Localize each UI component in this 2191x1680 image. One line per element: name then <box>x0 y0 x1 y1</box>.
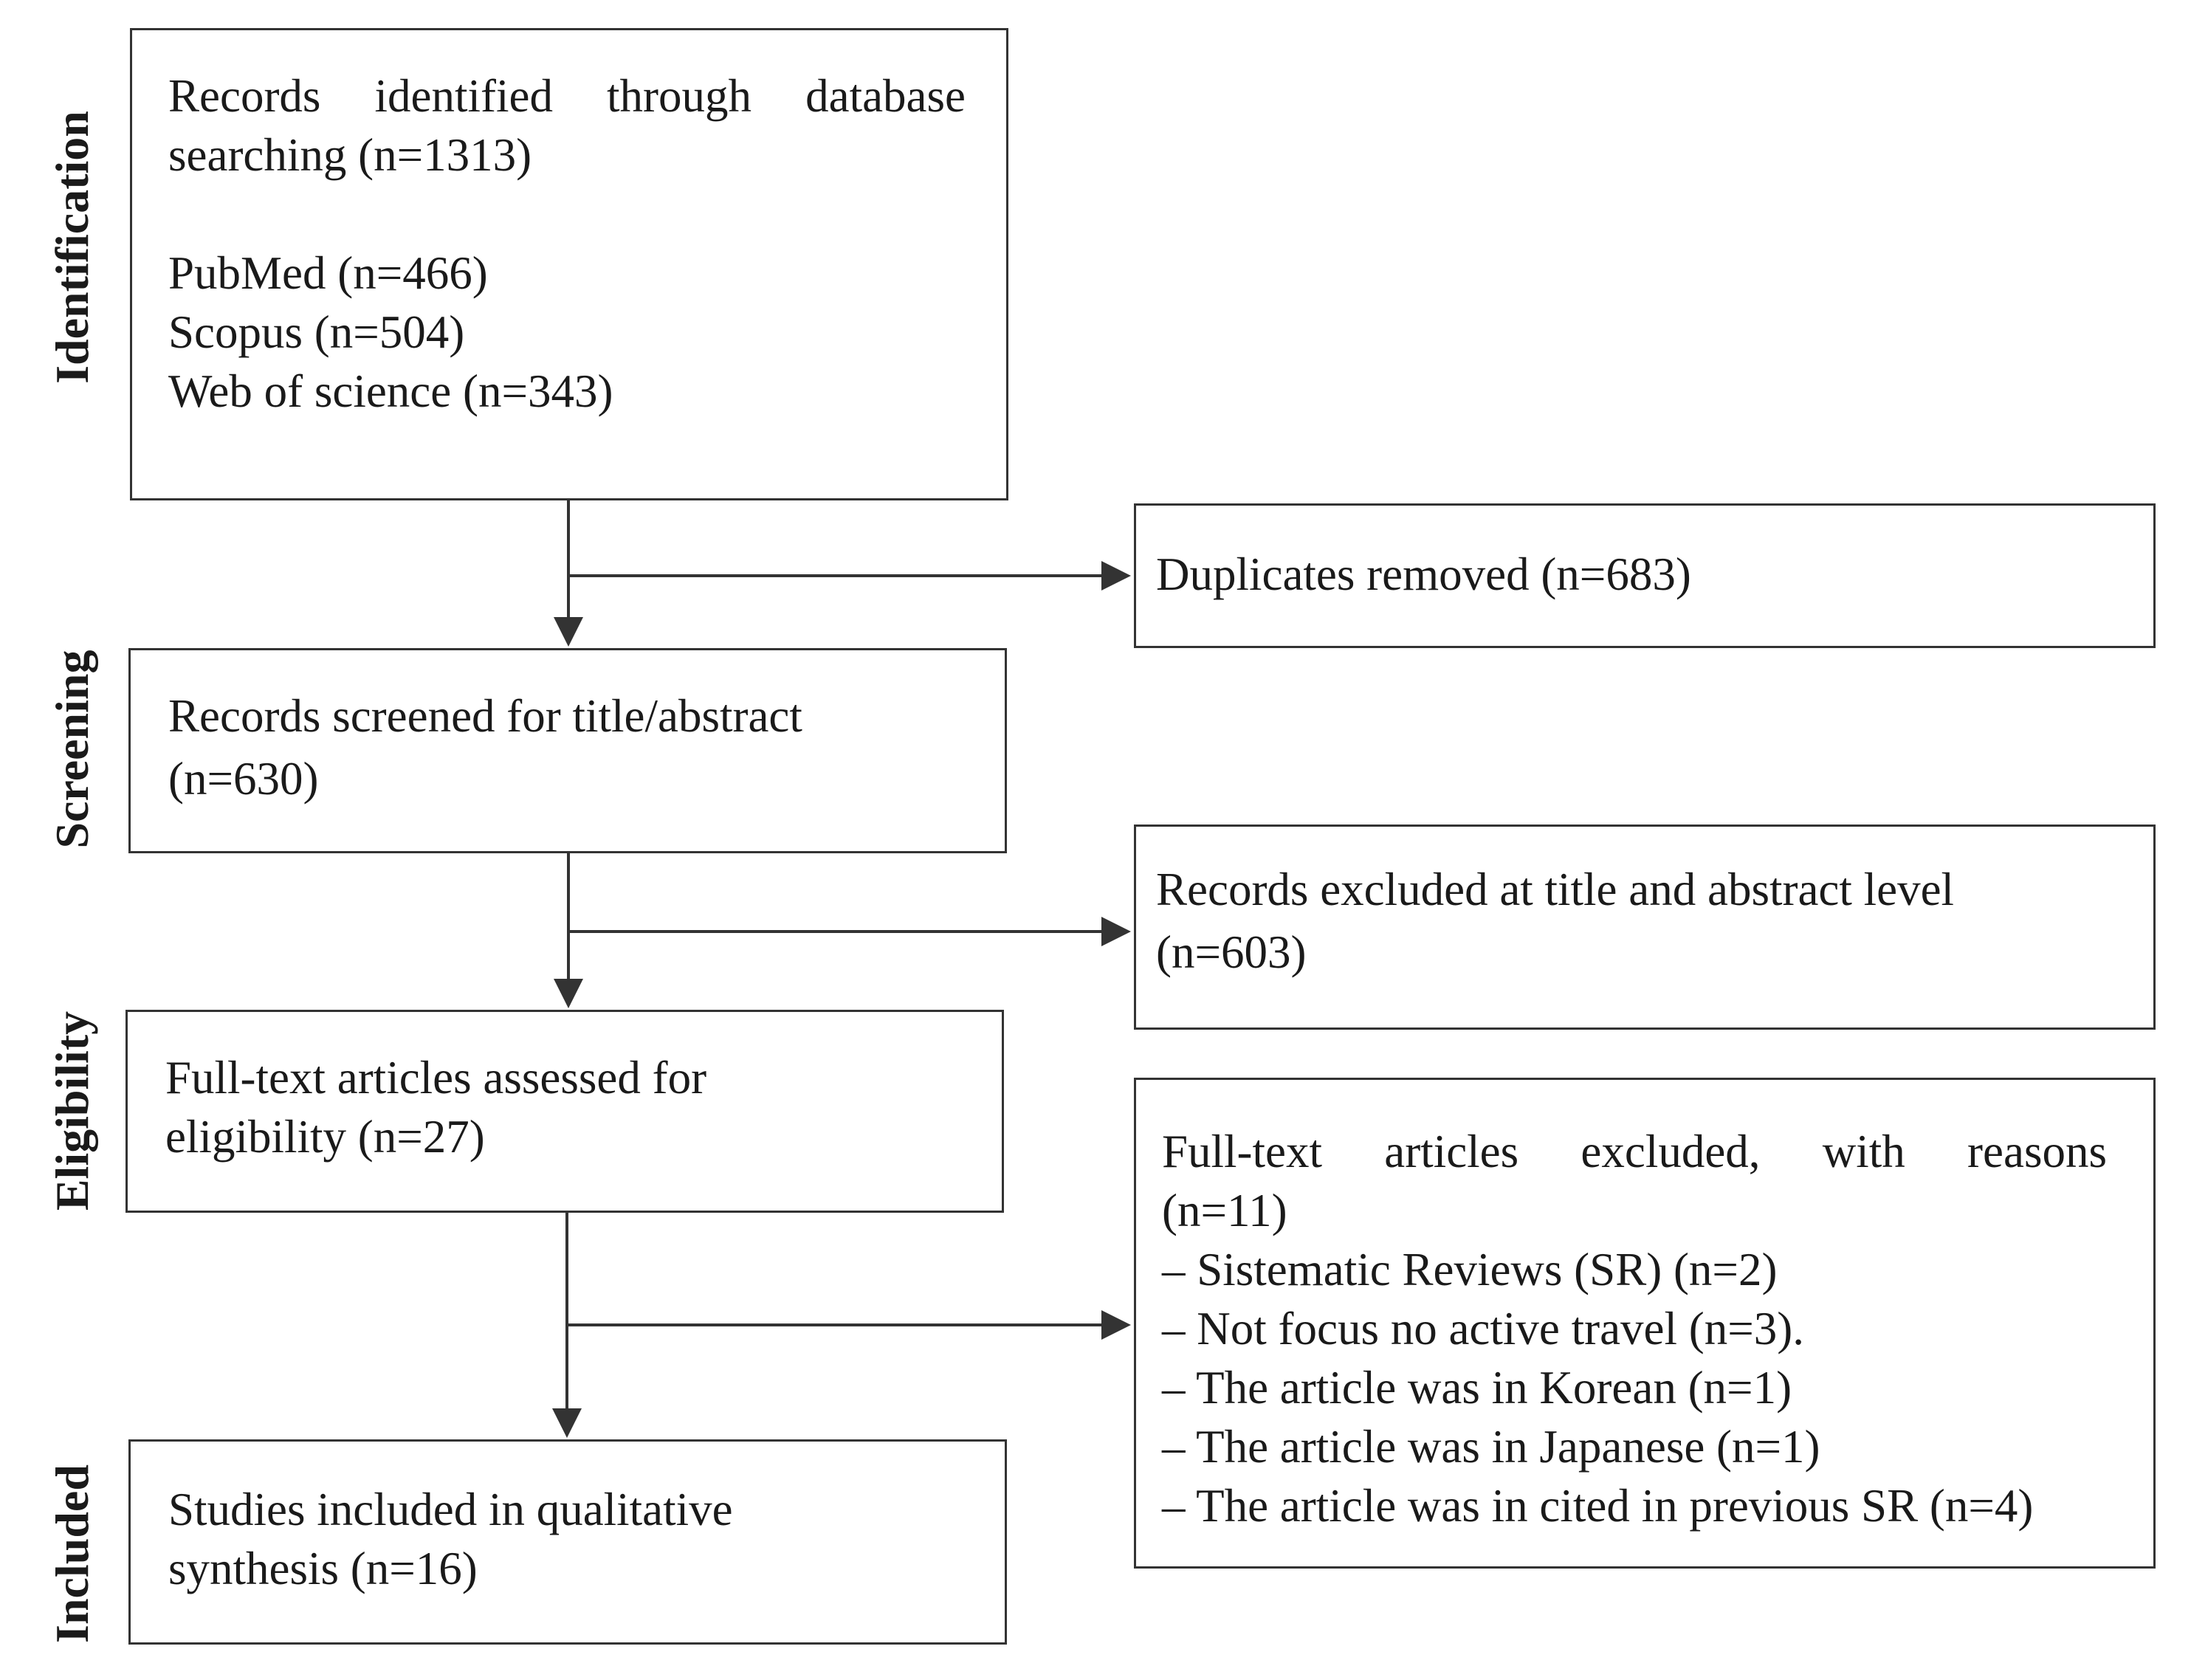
reason-item: – The article was in Japanese (n=1) <box>1162 1421 1820 1473</box>
included-box <box>128 1439 1007 1645</box>
reason-item: – Not focus no active travel (n=3). <box>1162 1303 1805 1354</box>
eligibility-line-1: Full-text articles assessed for <box>165 1052 707 1104</box>
excluded-fulltext-box <box>1134 1078 2156 1569</box>
duplicates-line-1: Duplicates removed (n=683) <box>1156 548 1691 600</box>
identification-line-1: Records identified through database <box>168 70 966 122</box>
screening-line-2: (n=630) <box>168 753 319 805</box>
reason-item: – Sistematic Reviews (SR) (n=2) <box>1162 1244 1778 1295</box>
excluded-title-line-2: (n=603) <box>1156 926 1307 978</box>
eligibility-box <box>125 1010 1004 1213</box>
identification-box <box>130 28 1008 500</box>
source-scopus: Scopus (n=504) <box>168 306 465 358</box>
included-line-2: synthesis (n=16) <box>168 1543 478 1594</box>
duplicates-box <box>1134 503 2156 648</box>
excluded-title-line-1: Records excluded at title and abstract l… <box>1156 864 1955 915</box>
excluded-fulltext-line-2: (n=11) <box>1162 1185 1287 1236</box>
reason-item: – The article was in Korean (n=1) <box>1162 1362 1792 1414</box>
source-web-of-science: Web of science (n=343) <box>168 365 613 417</box>
eligibility-line-2: eligibility (n=27) <box>165 1111 485 1163</box>
screening-box <box>128 648 1007 853</box>
identification-line-2: searching (n=1313) <box>168 129 532 181</box>
screening-line-1: Records screened for title/abstract <box>168 690 802 742</box>
included-line-1: Studies included in qualitative <box>168 1484 733 1535</box>
excluded-title-box <box>1134 824 2156 1030</box>
source-pubmed: PubMed (n=466) <box>168 247 488 299</box>
excluded-fulltext-line-1: Full-text articles excluded, with reason… <box>1162 1126 2107 1177</box>
reason-item: – The article was in cited in previous S… <box>1162 1480 2034 1532</box>
